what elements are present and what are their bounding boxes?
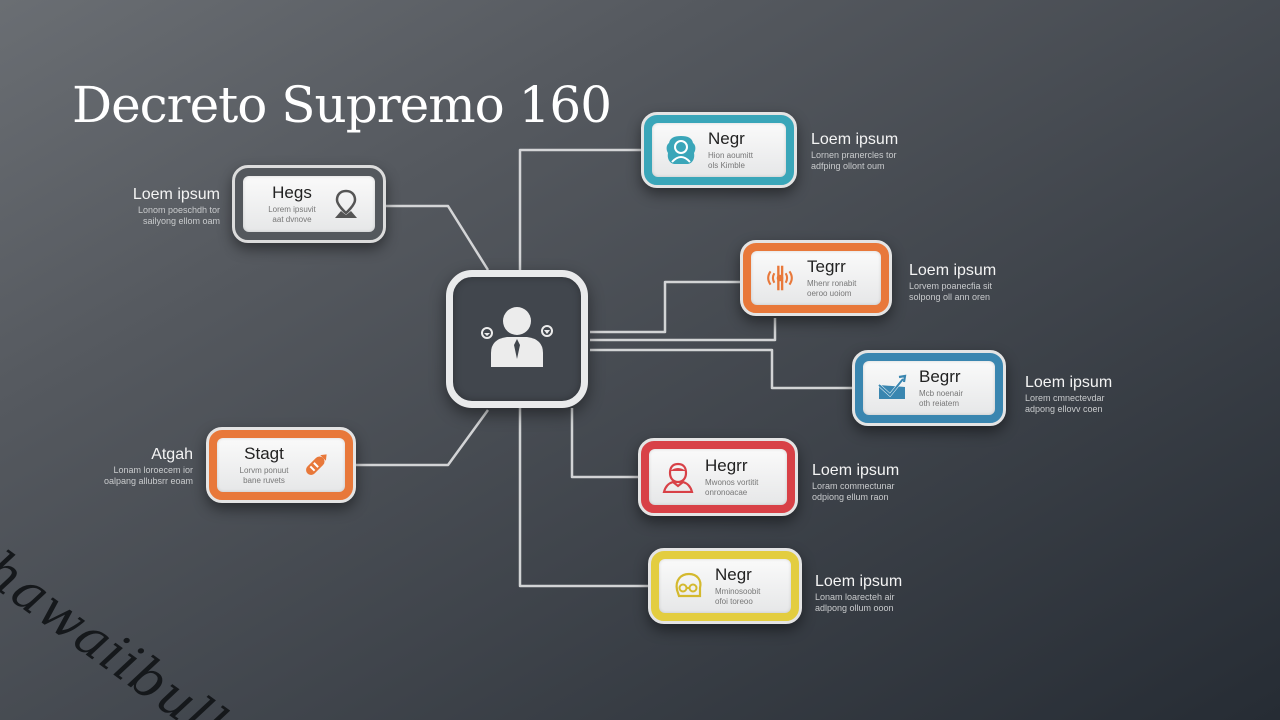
node-hegs[interactable]: Hegs Lorem ipsuvit aat dvnove <box>232 165 386 243</box>
label-line: Lorvem poanecfia sit <box>909 281 993 291</box>
page-title: Decreto Supremo 160 <box>72 76 612 134</box>
label-begrr: Loem ipsum Lorem cmnectevdar adpong ello… <box>1025 373 1112 415</box>
label-hegs: Loem ipsum Lonom poeschdh tor sailyong e… <box>118 185 220 227</box>
label-heading: Loem ipsum <box>811 131 899 148</box>
node-heading: Tegrr <box>807 256 846 276</box>
label-line: Lonam loarecteh air <box>815 592 895 602</box>
node-heading: Begrr <box>919 366 961 386</box>
label-stagt: Atgah Lonam loroecem ior oalpang allubsr… <box>96 445 193 487</box>
central-hub-node[interactable] <box>446 270 588 408</box>
node-heading: Negr <box>715 564 752 584</box>
signal-icon <box>763 261 797 295</box>
node-heading: Negr <box>708 128 745 148</box>
label-line: odpiong ellum raon <box>812 492 889 502</box>
user-badge-icon <box>664 133 698 167</box>
person-icon <box>661 460 695 494</box>
node-subtext: Mwonos vortitit <box>705 477 759 487</box>
label-line: adfping ollont oum <box>811 161 885 171</box>
node-negr-bottom[interactable]: Negr Mminosoobit ofoi toreoo <box>648 548 802 624</box>
node-heading: Stagt <box>244 443 284 463</box>
node-subtext: Hion aoumitt <box>708 150 753 160</box>
label-line: adpong ellovv coen <box>1025 404 1103 414</box>
label-line: Lonam loroecem ior <box>113 465 193 475</box>
label-line: Loram commectunar <box>812 481 895 491</box>
node-stagt[interactable]: Stagt Lorvm ponuut bane ruvets <box>206 427 356 503</box>
label-hegrr: Loem ipsum Loram commectunar odpiong ell… <box>812 461 899 503</box>
label-heading: Loem ipsum <box>132 186 220 203</box>
node-subtext: ofoi toreoo <box>715 596 753 606</box>
checkmark-icon <box>875 371 909 405</box>
node-subtext: Mcb noenair <box>919 388 964 398</box>
node-subtext: Lorvm ponuut <box>239 465 289 475</box>
node-heading: Hegs <box>272 182 312 202</box>
label-tegrr: Loem ipsum Lorvem poanecfia sit solpong … <box>909 261 996 303</box>
label-heading: Loem ipsum <box>909 262 997 279</box>
label-heading: Loem ipsum <box>812 462 900 479</box>
label-line: adlpong ollum ooon <box>815 603 894 613</box>
map-pin-user-icon <box>329 187 363 221</box>
label-heading: Loem ipsum <box>1025 374 1113 391</box>
label-negr-bottom: Loem ipsum Lonam loarecteh air adlpong o… <box>815 572 902 614</box>
businessman-icon <box>477 297 557 382</box>
label-line: oalpang allubsrr eoam <box>103 476 193 486</box>
node-hegrr[interactable]: Hegrr Mwonos vortitit onronoacae <box>638 438 798 516</box>
label-line: Lonom poeschdh tor <box>137 205 220 215</box>
pencil-icon <box>299 448 333 482</box>
label-line: Lorem cmnectevdar <box>1025 393 1105 403</box>
node-subtext: aat dvnove <box>272 214 312 224</box>
helmet-icon <box>671 569 705 603</box>
label-line: solpong oll ann oren <box>909 292 991 302</box>
node-subtext: bane ruvets <box>243 475 285 485</box>
node-subtext: oeroo uoiom <box>807 288 852 298</box>
node-subtext: onronoacae <box>705 487 748 497</box>
label-negr-top: Loem ipsum Lornen pranercles tor adfping… <box>811 130 898 172</box>
node-tegrr[interactable]: Tegrr Mhenr ronabit oeroo uoiom <box>740 240 892 316</box>
node-negr-top[interactable]: Negr Hion aoumitt ols Kimble <box>641 112 797 188</box>
node-subtext: Mhenr ronabit <box>807 278 857 288</box>
node-subtext: oth reiatem <box>919 398 960 408</box>
label-heading: Loem ipsum <box>815 573 903 590</box>
label-heading: Atgah <box>151 446 193 463</box>
node-subtext: ols Kimble <box>708 160 745 170</box>
node-subtext: Mminosoobit <box>715 586 761 596</box>
node-begrr[interactable]: Begrr Mcb noenair oth reiatem <box>852 350 1006 426</box>
label-line: sailyong ellom oam <box>142 216 220 226</box>
node-subtext: Lorem ipsuvit <box>268 204 316 214</box>
node-heading: Hegrr <box>705 455 748 475</box>
label-line: Lornen pranercles tor <box>811 150 897 160</box>
